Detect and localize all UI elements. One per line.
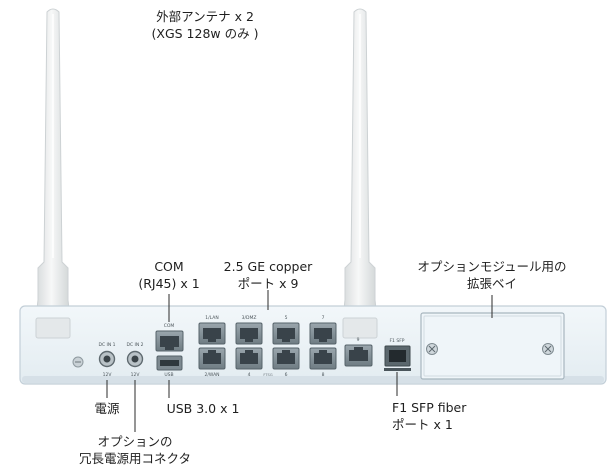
port-4 bbox=[235, 347, 263, 370]
module-callout-line-1: オプションモジュール用の bbox=[417, 259, 567, 274]
leader-lines bbox=[106, 290, 493, 432]
port-top-label-2: 3/DMZ bbox=[242, 315, 257, 321]
redundant-callout-line-1: オプションの bbox=[97, 434, 173, 449]
usb-panel-label: USB bbox=[164, 372, 173, 378]
com-port bbox=[155, 330, 184, 352]
power-callout-line-1: 電源 bbox=[94, 401, 120, 416]
copper-callout: 2.5 GE copper ポート x 9 bbox=[208, 258, 328, 292]
port-7 bbox=[309, 322, 337, 345]
sfp-panel-label: F1 SFP bbox=[389, 338, 404, 344]
port-top-label-3: 5 bbox=[285, 315, 288, 321]
module-callout-line-2: 拡張ベイ bbox=[466, 276, 517, 291]
port-bottom-label-2: 4 bbox=[248, 372, 251, 378]
sfp-callout-line-2: ポート x 1 bbox=[392, 417, 453, 432]
antenna-right bbox=[343, 8, 377, 339]
small-panel-mark: FTSG bbox=[263, 373, 272, 377]
sfp-callout: F1 SFP fiber ポート x 1 bbox=[392, 399, 502, 433]
port-bottom-label-3: 6 bbox=[285, 372, 288, 378]
port-5 bbox=[272, 322, 300, 345]
power-callout: 電源 bbox=[77, 400, 137, 417]
dc-in-2-label: DC IN 2 bbox=[126, 342, 143, 348]
antenna-callout-line-2: (XGS 128w のみ ) bbox=[151, 26, 259, 41]
antenna-left bbox=[36, 8, 70, 339]
dc-in-2-connector bbox=[126, 350, 144, 368]
com-callout-line-2: (RJ45) x 1 bbox=[138, 276, 200, 291]
port-9 bbox=[344, 344, 373, 367]
port-6 bbox=[272, 347, 300, 370]
expansion-bay bbox=[420, 312, 565, 380]
dc-volt-2-label: 12V bbox=[131, 372, 141, 378]
module-callout: オプションモジュール用の 拡張ベイ bbox=[392, 258, 592, 292]
com-callout-line-1: COM bbox=[154, 259, 184, 274]
redundant-power-callout: オプションの 冗長電源用コネクタ bbox=[70, 433, 200, 467]
port-2 bbox=[198, 347, 226, 370]
copper-callout-line-1: 2.5 GE copper bbox=[223, 259, 313, 274]
bay-screw-left-icon bbox=[426, 343, 438, 355]
port-8 bbox=[309, 347, 337, 370]
sfp-callout-line-1: F1 SFP fiber bbox=[392, 400, 467, 415]
bay-screw-right-icon bbox=[542, 343, 554, 355]
port-1 bbox=[198, 322, 226, 345]
port-9-panel-label: 9 bbox=[357, 337, 360, 343]
copper-callout-line-2: ポート x 9 bbox=[237, 276, 299, 291]
port-top-label-4: 7 bbox=[322, 315, 325, 321]
sfp-port bbox=[384, 345, 411, 371]
port-top-label-1: 1/LAN bbox=[205, 315, 218, 321]
antenna-callout: 外部アンテナ x 2 (XGS 128w のみ ) bbox=[135, 8, 275, 42]
port-bottom-label-4: 8 bbox=[322, 372, 325, 378]
dc-in-1-label: DC IN 1 bbox=[98, 342, 115, 348]
redundant-callout-line-2: 冗長電源用コネクタ bbox=[78, 451, 191, 466]
port-bottom-label-1: 2/WAN bbox=[204, 372, 219, 378]
com-panel-label: COM bbox=[164, 323, 175, 329]
port-3 bbox=[235, 322, 263, 345]
usb-callout-line-1: USB 3.0 x 1 bbox=[166, 401, 240, 416]
com-callout: COM (RJ45) x 1 bbox=[114, 258, 224, 292]
dc-volt-1-label: 12V bbox=[103, 372, 113, 378]
dc-in-1-connector bbox=[98, 350, 116, 368]
usb-callout: USB 3.0 x 1 bbox=[150, 400, 256, 417]
antenna-callout-line-1: 外部アンテナ x 2 bbox=[156, 9, 254, 24]
usb-port bbox=[156, 355, 183, 371]
ground-screw-icon bbox=[72, 356, 84, 368]
copper-ports-grid bbox=[198, 322, 337, 370]
